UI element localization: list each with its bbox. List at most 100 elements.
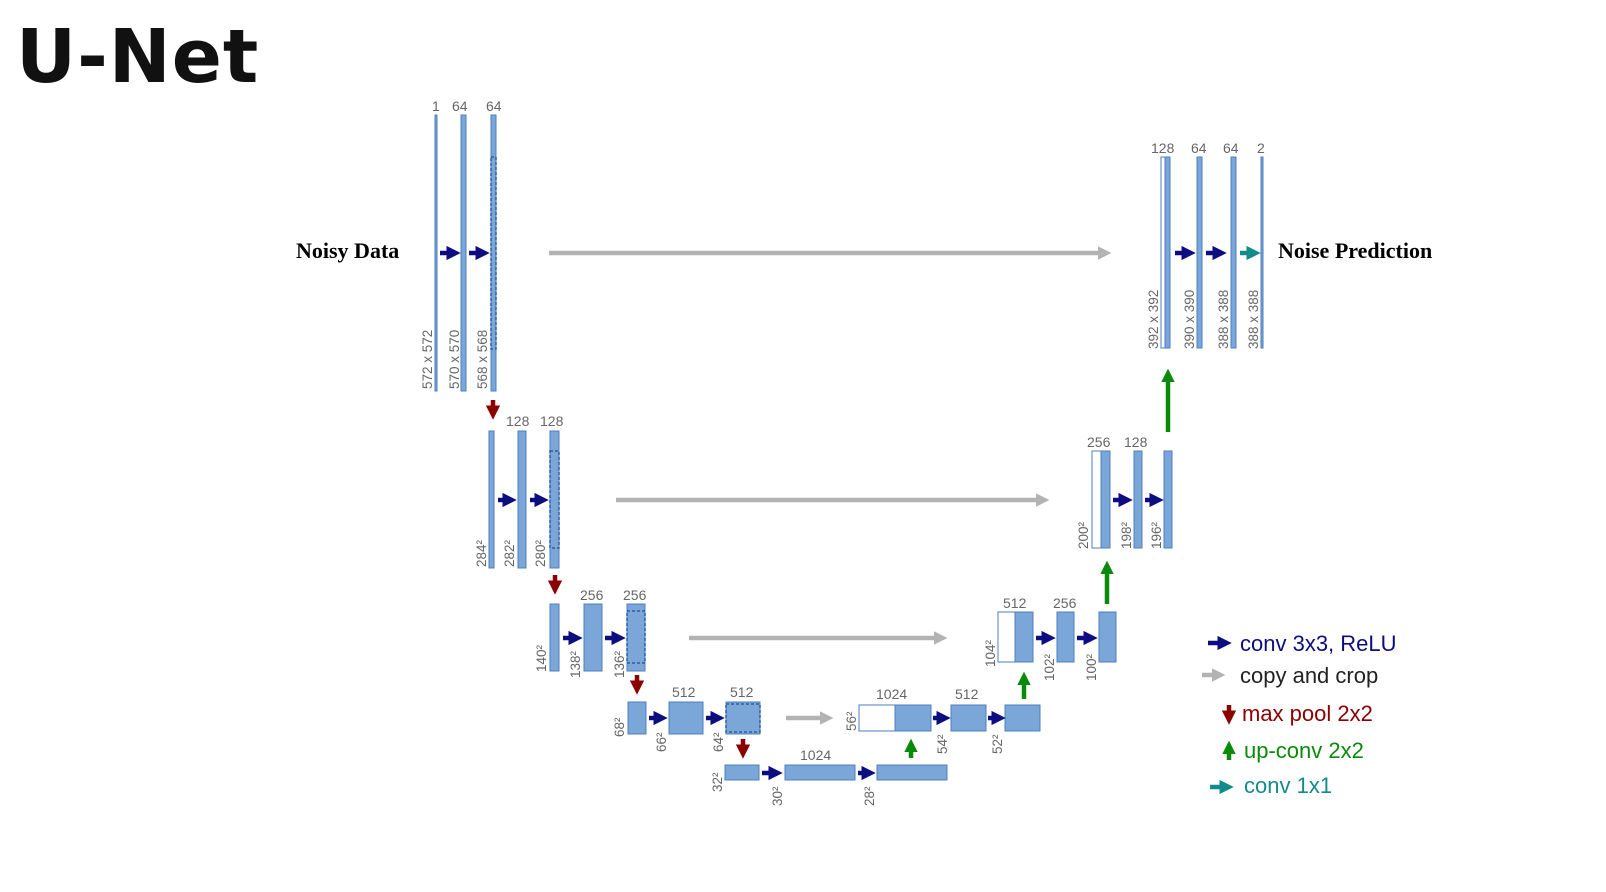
size-label: 100² — [1084, 653, 1099, 681]
channel-label: 128 — [1151, 140, 1175, 156]
channel-label: 2 — [1257, 140, 1265, 156]
encoder-level-2: 128 128 284² 282² 280² — [474, 413, 1050, 595]
feature-map — [1133, 450, 1143, 549]
channel-label: 512 — [955, 686, 979, 702]
cropped-copy — [1160, 156, 1166, 349]
decoder-level-2: 256 128 200² 198² 196² — [1076, 368, 1175, 549]
channel-label: 1024 — [800, 747, 831, 763]
size-label: 68² — [612, 717, 627, 737]
feature-map — [1098, 611, 1117, 663]
legend-label: copy and crop — [1240, 663, 1378, 688]
feature-map — [1163, 450, 1173, 549]
size-label: 66² — [654, 732, 669, 752]
legend-label: up-conv 2x2 — [1244, 738, 1364, 763]
feature-map — [894, 704, 932, 732]
decoder-level-3: 512 256 104² 102² 100² — [983, 560, 1117, 681]
size-label: 136² — [612, 650, 627, 678]
bottleneck: 1024 32² 30² 28² — [710, 738, 948, 806]
feature-map — [1260, 156, 1264, 349]
channel-label: 128 — [1124, 434, 1148, 450]
feature-map — [950, 704, 987, 732]
channel-label: 64 — [486, 98, 502, 114]
feature-map — [488, 430, 495, 569]
feature-map — [725, 701, 761, 735]
feature-map — [626, 603, 646, 672]
size-label: 568 x 568 — [475, 330, 490, 389]
size-label: 390 x 390 — [1182, 290, 1197, 349]
channel-label: 128 — [540, 413, 564, 429]
size-label: 138² — [568, 650, 583, 678]
size-label: 102² — [1042, 653, 1057, 681]
size-label: 28² — [862, 786, 877, 806]
feature-map — [1164, 156, 1171, 349]
channel-label: 64 — [452, 98, 468, 114]
channel-label: 128 — [506, 413, 530, 429]
encoder-level-3: 256 256 140² 138² 136² — [534, 587, 948, 695]
size-label: 32² — [710, 772, 725, 792]
channel-label: 256 — [580, 587, 604, 603]
feature-map — [434, 114, 438, 392]
encoder-level-1: 1 64 64 572 x 572 570 x 570 568 x 568 — [420, 98, 1112, 420]
cropped-copy — [1091, 450, 1102, 549]
size-label: 140² — [534, 644, 549, 672]
size-label: 104² — [983, 639, 998, 667]
crop-region — [725, 703, 761, 733]
size-label: 56² — [844, 711, 859, 731]
size-label: 200² — [1076, 521, 1091, 549]
feature-map — [1004, 704, 1041, 732]
feature-map — [517, 430, 527, 569]
legend: conv 3x3, ReLU copy and crop max pool 2x… — [1202, 631, 1397, 798]
channel-label: 256 — [1087, 434, 1111, 450]
size-label: 572 x 572 — [420, 330, 435, 389]
feature-map — [627, 701, 647, 735]
size-label: 64² — [711, 732, 726, 752]
channel-label: 1024 — [876, 686, 907, 702]
size-label: 280² — [533, 539, 548, 567]
encoder-level-4: 512 512 68² 66² 64² — [612, 684, 834, 759]
cropped-copy — [858, 704, 896, 732]
channel-label: 64 — [1223, 140, 1239, 156]
decoder-level-1: 128 64 64 2 392 x 392 390 x 390 388 x 38… — [1146, 140, 1265, 349]
size-label: 282² — [502, 539, 517, 567]
legend-label: conv 1x1 — [1244, 773, 1332, 798]
cropped-copy — [997, 611, 1016, 663]
feature-map — [876, 764, 948, 781]
channel-label: 512 — [672, 684, 696, 700]
size-label: 54² — [935, 734, 950, 754]
feature-map — [1230, 156, 1237, 349]
crop-region — [490, 156, 497, 350]
feature-map — [549, 603, 560, 672]
channel-label: 512 — [1003, 595, 1027, 611]
crop-region — [549, 450, 560, 549]
channel-label: 512 — [730, 684, 754, 700]
feature-map — [1056, 611, 1075, 663]
size-label: 392 x 392 — [1146, 290, 1161, 349]
output-label: Noise Prediction — [1278, 238, 1432, 263]
channel-label: 256 — [623, 587, 647, 603]
feature-map — [1100, 450, 1111, 549]
size-label: 196² — [1149, 521, 1164, 549]
size-label: 198² — [1119, 521, 1134, 549]
feature-map — [583, 603, 603, 672]
size-label: 30² — [770, 786, 785, 806]
size-label: 388 x 388 — [1216, 290, 1231, 349]
size-label: 284² — [474, 539, 489, 567]
channel-label: 256 — [1053, 595, 1077, 611]
decoder-level-4: 1024 512 56² 54² 52² — [844, 671, 1041, 754]
feature-map — [724, 764, 760, 781]
feature-map — [784, 764, 856, 781]
channel-label: 64 — [1191, 140, 1207, 156]
feature-map — [668, 701, 704, 735]
diagram-title: U-Net — [16, 14, 260, 100]
channel-label: 1 — [432, 98, 440, 114]
legend-label: conv 3x3, ReLU — [1240, 631, 1397, 656]
size-label: 388 x 388 — [1246, 290, 1261, 349]
input-label: Noisy Data — [296, 238, 399, 263]
feature-map — [1014, 611, 1034, 663]
size-label: 52² — [990, 734, 1005, 754]
legend-label: max pool 2x2 — [1242, 701, 1373, 726]
feature-map — [1196, 156, 1203, 349]
size-label: 570 x 570 — [447, 330, 462, 389]
feature-map — [460, 114, 467, 392]
